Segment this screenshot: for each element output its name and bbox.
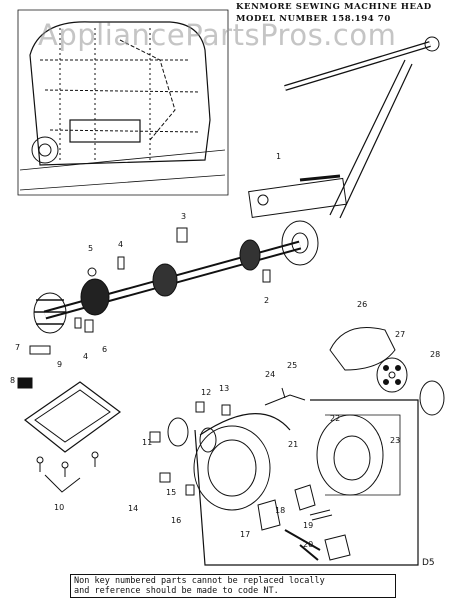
diagram-header-model: MODEL NUMBER 158.194 70 <box>236 14 391 24</box>
callout-3: 3 <box>181 212 187 221</box>
nut-5 <box>87 267 97 277</box>
callout-12: 12 <box>201 388 212 397</box>
callout-28: 28 <box>430 350 441 359</box>
callout-26: 26 <box>357 300 368 309</box>
callout-11: 11 <box>142 438 153 447</box>
bobbin-case-28 <box>419 380 445 416</box>
lever-rod-assembly <box>248 36 440 219</box>
callout-10: 10 <box>54 503 65 512</box>
callout-1: 1 <box>276 152 282 161</box>
callout-5: 5 <box>88 244 94 253</box>
callout-18: 18 <box>275 506 286 515</box>
part-8 <box>17 377 33 389</box>
callout-23: 23 <box>390 436 401 445</box>
diagram-header-title: KENMORE SEWING MACHINE HEAD <box>236 2 432 12</box>
callout-9: 9 <box>57 360 63 369</box>
screw-2 <box>262 269 271 283</box>
bobbin-27 <box>376 357 408 393</box>
callout-2: 2 <box>264 296 270 305</box>
callout-14: 14 <box>128 504 139 513</box>
plate-assembly-9 <box>23 381 122 477</box>
callout-4-lower: 4 <box>83 352 89 361</box>
watermark: AppliancePartsPros.com <box>38 18 397 52</box>
spring-6 <box>84 319 94 333</box>
parts-24-25 <box>264 387 306 406</box>
screw-4-lower <box>74 317 82 329</box>
page-code: D5 <box>422 558 435 568</box>
callout-8: 8 <box>10 376 16 385</box>
screw-7 <box>29 345 51 355</box>
leader-10 <box>44 474 81 493</box>
footer-note-line-1: Non key numbered parts cannot be replace… <box>74 576 325 586</box>
hardware-17-20 <box>257 484 351 561</box>
bobbin-case-26 <box>329 327 396 371</box>
callout-13: 13 <box>219 384 230 393</box>
callout-17: 17 <box>240 530 251 539</box>
callout-19: 19 <box>303 521 314 530</box>
callout-21: 21 <box>288 440 299 449</box>
callout-27: 27 <box>395 330 406 339</box>
callout-6: 6 <box>102 345 108 354</box>
callout-22: 22 <box>330 414 341 423</box>
callout-20: 20 <box>303 540 314 549</box>
callout-15: 15 <box>166 488 177 497</box>
callout-25: 25 <box>287 361 298 370</box>
callout-24: 24 <box>265 370 276 379</box>
callout-7: 7 <box>15 343 21 352</box>
hook-race-21 <box>316 414 401 496</box>
callout-4-upper: 4 <box>118 240 124 249</box>
set-screw-3 <box>176 227 188 243</box>
footer-note-line-2: and reference should be made to code NT. <box>74 586 279 596</box>
callout-16: 16 <box>171 516 182 525</box>
main-shaft <box>33 220 319 334</box>
screw-4-upper <box>117 256 125 270</box>
machine-inset-illustration <box>17 9 229 196</box>
footer-note: Non key numbered parts cannot be replace… <box>70 574 396 598</box>
hook-assembly <box>149 399 419 566</box>
